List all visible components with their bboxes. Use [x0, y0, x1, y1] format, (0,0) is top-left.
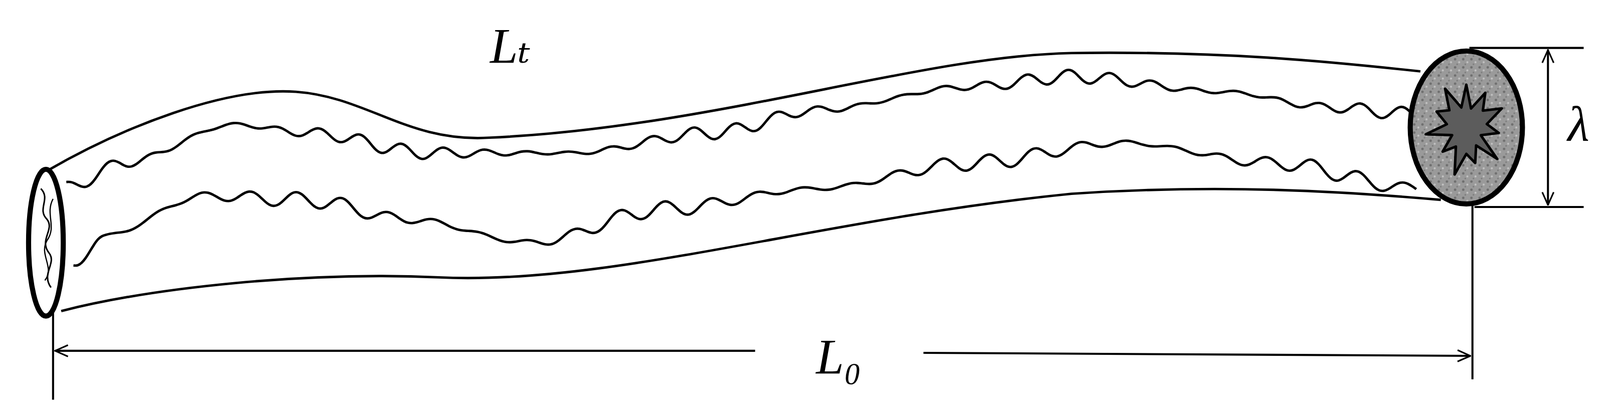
inlet-wrinkle [40, 188, 52, 288]
dimension-arrow [55, 350, 756, 353]
extension-line [52, 305, 55, 400]
dimension-arrow [1546, 50, 1549, 206]
dimension-label: λ [1567, 99, 1590, 150]
extension-line [1469, 47, 1584, 50]
flame-front-line [66, 69, 1418, 188]
dimension-label: L₀ [811, 332, 867, 383]
extension-line [1471, 204, 1474, 380]
tube-outline-bottom [61, 189, 1442, 311]
wrinkled-flame-core [1425, 84, 1503, 175]
inlet-cross-section [28, 169, 64, 317]
inlet-wrinkle [44, 199, 54, 281]
extension-line [1474, 206, 1584, 209]
dimension-label: Lₜ [490, 21, 531, 72]
dimension-arrow [923, 353, 1471, 357]
outlet-cross-section [1410, 51, 1523, 205]
flame-front-line [73, 140, 1416, 266]
